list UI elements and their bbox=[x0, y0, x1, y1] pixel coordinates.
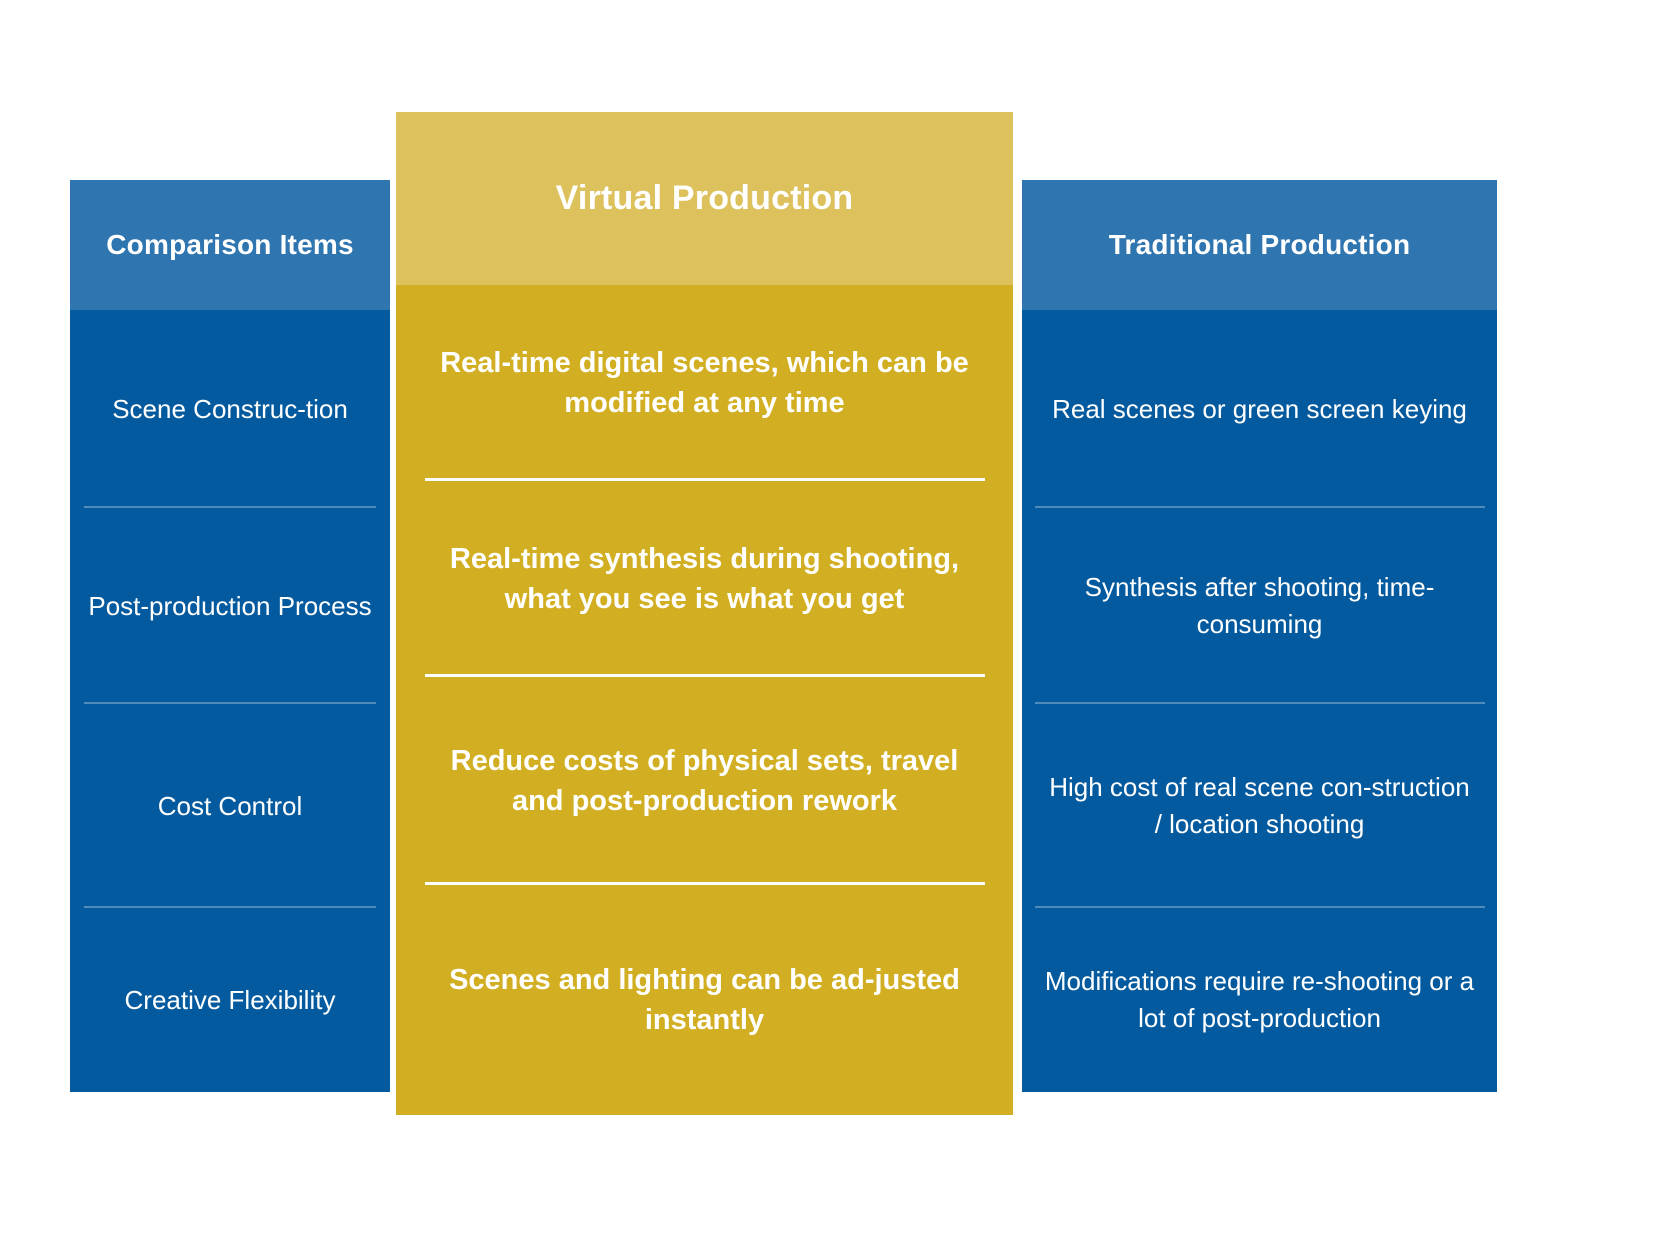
table-row: Creative Flexibility bbox=[70, 908, 390, 1092]
column-virtual-production: Virtual Production Real-time digital sce… bbox=[396, 112, 1013, 1115]
cell-vp-post-production-process: Real-time synthesis during shooting, wha… bbox=[449, 542, 960, 615]
cell-item-scene-construction: Scene Construc-tion bbox=[112, 393, 348, 424]
row-divider bbox=[84, 906, 376, 908]
column-header-virtual-production: Virtual Production bbox=[396, 112, 1013, 285]
cell-vp-cost-control: Reduce costs of physical sets, travel an… bbox=[450, 744, 959, 817]
column-header-traditional-production: Traditional Production bbox=[1022, 180, 1497, 310]
table-row: Real scenes or green screen keying bbox=[1022, 310, 1497, 508]
table-row: Reduce costs of physical sets, travel an… bbox=[396, 677, 1013, 885]
row-divider bbox=[84, 702, 376, 704]
table-row: Synthesis after shooting, time-consuming bbox=[1022, 508, 1497, 704]
cell-tp-post-production-process: Synthesis after shooting, time-consuming bbox=[1084, 572, 1435, 639]
table-row: Real-time synthesis during shooting, wha… bbox=[396, 481, 1013, 677]
cell-tp-cost-control: High cost of real scene con-struction / … bbox=[1049, 772, 1470, 839]
table-row: Modifications require re-shooting or a l… bbox=[1022, 908, 1497, 1092]
cell-tp-scene-construction: Real scenes or green screen keying bbox=[1052, 393, 1467, 424]
cell-item-cost-control: Cost Control bbox=[157, 790, 303, 821]
row-divider bbox=[1034, 906, 1485, 908]
cell-tp-creative-flexibility: Modifications require re-shooting or a l… bbox=[1044, 966, 1475, 1033]
table-row: Scenes and lighting can be ad-justed ins… bbox=[396, 885, 1013, 1116]
column-traditional-production: Traditional Production Real scenes or gr… bbox=[1022, 180, 1497, 1092]
cell-item-creative-flexibility: Creative Flexibility bbox=[124, 984, 336, 1015]
cell-vp-scene-construction: Real-time digital scenes, which can be m… bbox=[440, 346, 969, 419]
table-row: Cost Control bbox=[70, 704, 390, 908]
row-divider bbox=[1034, 506, 1485, 508]
traditional-production-body: Real scenes or green screen keying Synth… bbox=[1022, 310, 1497, 1092]
table-row: High cost of real scene con-struction / … bbox=[1022, 704, 1497, 908]
row-divider bbox=[84, 506, 376, 508]
cell-item-post-production-process: Post-production Process bbox=[88, 590, 372, 621]
row-divider bbox=[424, 674, 985, 677]
row-divider bbox=[424, 881, 985, 885]
virtual-production-body: Real-time digital scenes, which can be m… bbox=[396, 285, 1013, 1115]
table-row: Real-time digital scenes, which can be m… bbox=[396, 285, 1013, 481]
table-row: Scene Construc-tion bbox=[70, 310, 390, 508]
row-divider bbox=[424, 478, 985, 481]
comparison-items-body: Scene Construc-tion Post-production Proc… bbox=[70, 310, 390, 1092]
row-divider bbox=[1034, 702, 1485, 704]
table-row: Post-production Process bbox=[70, 508, 390, 704]
cell-vp-creative-flexibility: Scenes and lighting can be ad-justed ins… bbox=[449, 963, 960, 1036]
column-comparison-items: Comparison Items Scene Construc-tion Pos… bbox=[70, 180, 390, 1092]
column-header-comparison-items: Comparison Items bbox=[70, 180, 390, 310]
